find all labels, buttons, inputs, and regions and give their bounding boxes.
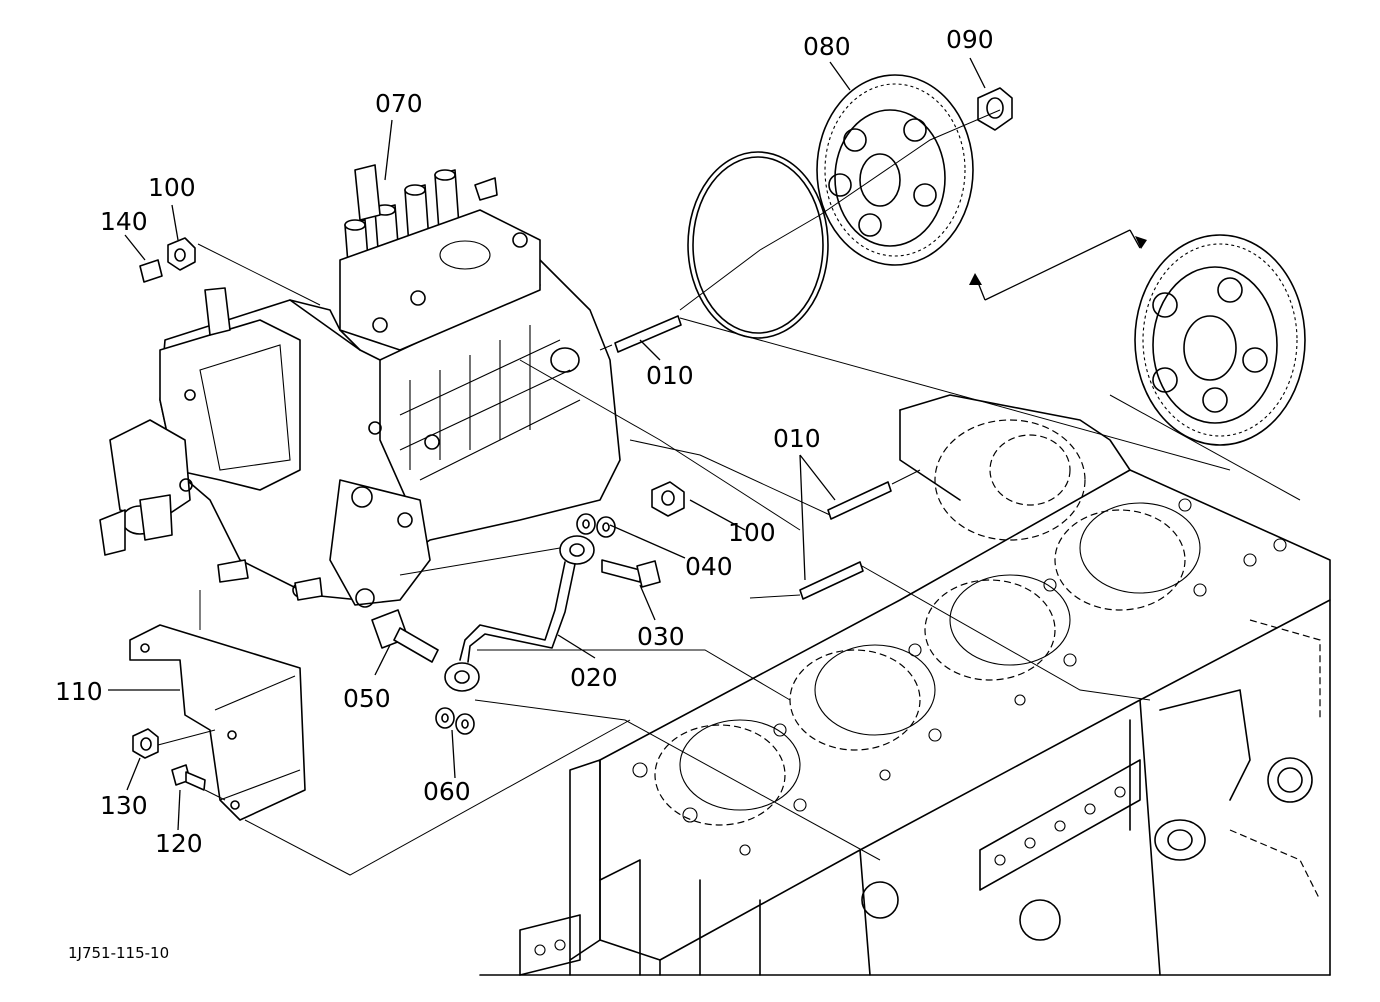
stud-010-mid: [827, 481, 892, 520]
callout-050: 050: [343, 684, 391, 713]
callout-100-top: 100: [148, 173, 196, 202]
nut-100-mid: [651, 481, 685, 517]
stud-010-low: [799, 561, 864, 600]
fuel-pipe-020: [444, 535, 595, 692]
figure-code: 1J751-115-10: [68, 944, 169, 962]
injection-pump-illustration: [99, 164, 621, 608]
callout-060: 060: [423, 777, 471, 806]
pin-140: [139, 259, 163, 283]
callout-020: 020: [570, 663, 618, 692]
callout-030: 030: [637, 622, 685, 651]
callout-010-lower: 010: [773, 424, 821, 453]
washers-040: [576, 513, 616, 538]
callout-130: 130: [100, 791, 148, 820]
idler-gear-illustration: [1134, 234, 1306, 446]
pump-drive-gear-080: [816, 74, 974, 266]
bolt-120: [171, 764, 206, 791]
callout-090: 090: [946, 25, 994, 54]
assembly-paths: [157, 109, 1301, 876]
callout-070: 070: [375, 89, 423, 118]
callout-080: 080: [803, 32, 851, 61]
callout-140: 140: [100, 207, 148, 236]
gear-alignment-arrow: [969, 229, 1147, 301]
callout-040: 040: [685, 552, 733, 581]
washers-060: [435, 707, 475, 735]
callout-010-upper: 010: [646, 361, 694, 390]
o-ring: [687, 151, 829, 339]
stud-010-upper: [614, 315, 682, 353]
leader-lines: [108, 57, 986, 831]
callout-labels: 070 080 090 100 140 010 010 100 040 030 …: [55, 25, 994, 962]
nut-100-top: [167, 237, 196, 271]
callout-120: 120: [155, 829, 203, 858]
eye-bolt-050: [371, 609, 439, 663]
nut-130: [132, 728, 159, 759]
callout-110: 110: [55, 677, 103, 706]
bracket-110: [129, 624, 306, 821]
gear-nut-090: [977, 87, 1013, 131]
callout-100-mid: 100: [728, 518, 776, 547]
eye-bolt-030: [601, 559, 661, 588]
